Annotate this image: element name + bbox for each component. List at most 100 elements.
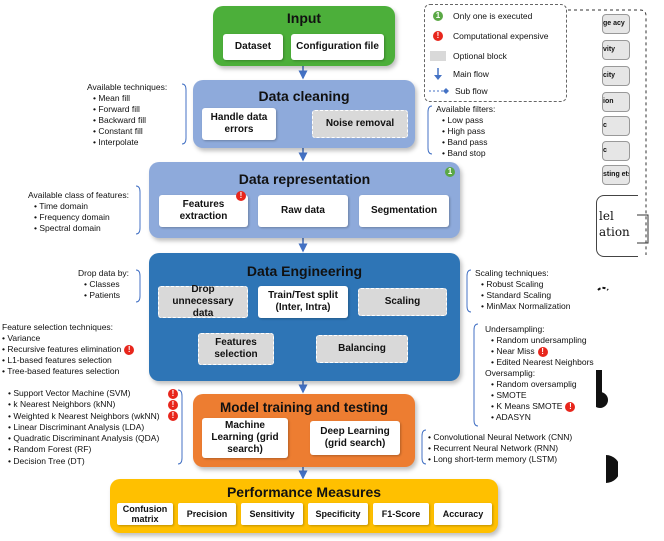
list-item: Random undersampling — [485, 335, 594, 346]
list-item: Recursive features elimination! — [2, 344, 135, 355]
drop-data-note: Drop data by: Classes Patients — [78, 268, 129, 301]
side-item: ge acy — [602, 14, 630, 34]
specificity-box: Specificity — [308, 503, 368, 525]
legend-only-one-label: Only one is executed — [453, 11, 533, 21]
feature-selection-title: Feature selection techniques: — [2, 322, 114, 332]
thermometer-icon — [596, 370, 608, 408]
side-model-label: lel ation — [596, 195, 638, 257]
precision-box: Precision — [178, 503, 236, 525]
dotted-arrow-icon — [429, 88, 449, 94]
list-item-label: Recursive features elimination — [7, 344, 122, 354]
raw-data-box: Raw data — [258, 195, 348, 227]
data-engineering-title: Data Engineering — [246, 263, 363, 279]
list-item: ADASYN — [485, 412, 594, 423]
legend-optional: Optional block — [430, 51, 507, 61]
legend-only-one: 1 Only one is executed — [433, 11, 532, 21]
list-item: SMOTE — [485, 390, 594, 401]
data-cleaning-title: Data cleaning — [258, 88, 350, 104]
input-title: Input — [286, 10, 322, 26]
oversampling-title: Oversamplig: — [485, 368, 536, 378]
deep-learning-box: Deep Learning (grid search) — [310, 421, 400, 455]
confusion-matrix-box: Confusion matrix — [117, 503, 173, 525]
cleaning-techniques-note: Available techniques: Mean fill Forward … — [87, 82, 167, 148]
legend: 1 Only one is executed ! Computational e… — [424, 4, 567, 102]
exclamation-icon: ! — [124, 344, 135, 355]
list-item: Variance — [2, 333, 134, 344]
list-item: Tree-based features selection — [2, 366, 134, 377]
model-training-title: Model training and testing — [220, 400, 388, 415]
list-item: Random Forest (RF) — [8, 444, 160, 455]
cleaning-filters-note: Available filters: Low pass High pass Ba… — [436, 104, 495, 159]
data-representation-stage: Data representation 1 Features extractio… — [149, 162, 460, 238]
legend-sub-flow-label: Sub flow — [455, 86, 488, 96]
list-item: Near Miss! — [485, 346, 594, 357]
list-item: MinMax Normalization — [475, 301, 570, 312]
data-representation-title: Data representation — [238, 171, 371, 187]
configuration-file-box: Configuration file — [291, 34, 384, 60]
cleaning-techniques-title: Available techniques: — [87, 82, 168, 92]
partial-circle-icon — [606, 455, 618, 483]
list-item: Time domain — [28, 201, 129, 212]
list-item: Standard Scaling — [475, 290, 570, 301]
performance-title: Performance Measures — [226, 484, 382, 500]
model-training-stage: Model training and testing Machine Learn… — [193, 394, 415, 467]
list-item: Support Vector Machine (SVM) — [8, 388, 160, 399]
f1-score-box: F1-Score — [373, 503, 429, 525]
features-extraction-box: Features extraction — [159, 195, 248, 227]
scaling-techniques-note: Scaling techniques: Robust Scaling Stand… — [475, 268, 570, 312]
drop-unnecessary-data-box: Drop unnecessary data — [158, 284, 248, 319]
handle-data-errors-box: Handle data errors — [202, 108, 276, 140]
side-item: vity — [602, 40, 630, 60]
segmentation-box: Segmentation — [359, 195, 449, 227]
scaling-box: Scaling — [358, 288, 447, 316]
exclamation-icon: ! — [168, 400, 178, 410]
data-engineering-stage: Data Engineering Drop unnecessary data T… — [149, 253, 460, 381]
data-cleaning-stage: Data cleaning Handle data errors Noise r… — [193, 80, 415, 148]
performance-stage: Performance Measures — [110, 479, 498, 533]
list-item: Mean fill — [87, 93, 167, 104]
exclamation-icon: ! — [168, 389, 178, 399]
undersampling-title: Undersampling: — [485, 324, 545, 334]
list-item: k Nearest Neighbors (kNN) — [8, 399, 160, 410]
list-item: Decision Tree (DT) — [8, 456, 160, 467]
train-test-split-box: Train/Test split (Inter, Intra) — [258, 286, 348, 318]
exclamation-icon: ! — [537, 346, 548, 357]
legend-computational: ! Computational expensive — [433, 31, 548, 41]
list-item: Spectral domain — [28, 223, 129, 234]
list-item: Low pass — [436, 115, 495, 126]
list-item: Backward fill — [87, 115, 167, 126]
representation-classes-title: Available class of features: — [28, 190, 129, 200]
legend-main-flow-label: Main flow — [453, 69, 489, 79]
side-item: c — [602, 141, 630, 161]
list-item: L1-based features selection — [2, 355, 134, 366]
list-item: Constant fill — [87, 126, 167, 137]
list-item: Classes — [78, 279, 129, 290]
list-item: Forward fill — [87, 104, 167, 115]
optional-block-swatch — [430, 51, 446, 61]
exclamation-icon: ! — [565, 401, 576, 412]
input-stage: Input Dataset Configuration file — [213, 6, 395, 66]
balancing-note: Undersampling: Random undersampling Near… — [485, 324, 594, 423]
accuracy-box: Accuracy — [434, 503, 492, 525]
legend-sub-flow: Sub flow — [429, 86, 488, 96]
list-item: Patients — [78, 290, 129, 301]
side-item: city — [602, 66, 630, 86]
list-item: Recurrent Neural Network (RNN) — [428, 443, 572, 454]
exclamation-icon: ! — [168, 411, 178, 421]
ml-models-note: Support Vector Machine (SVM) k Nearest N… — [8, 388, 160, 467]
list-item-label: K Means SMOTE — [496, 401, 563, 411]
list-item: Edited Nearest Neighbors — [485, 357, 593, 368]
list-item: Frequency domain — [28, 212, 129, 223]
list-item: Random oversamplig — [485, 379, 594, 390]
list-item-label: Near Miss — [496, 346, 535, 356]
list-item: Quadratic Discriminant Analysis (QDA) — [8, 433, 160, 444]
list-item: Robust Scaling — [475, 279, 570, 290]
side-panel-lines — [568, 9, 649, 255]
dataset-box: Dataset — [223, 34, 283, 60]
legend-optional-label: Optional block — [453, 51, 507, 61]
partial-icon-1 — [597, 286, 609, 291]
list-item: Band pass — [436, 137, 495, 148]
legend-main-flow: Main flow — [433, 68, 489, 80]
machine-learning-box: Machine Learning (grid search) — [202, 418, 288, 458]
feature-selection-note: Feature selection techniques: Variance R… — [2, 322, 135, 377]
